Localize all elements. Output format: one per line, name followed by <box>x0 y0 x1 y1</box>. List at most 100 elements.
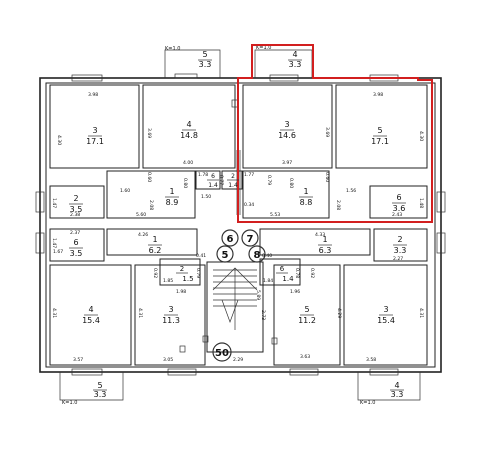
room-r13: 21.5 <box>176 265 194 283</box>
svg-text:2: 2 <box>231 173 235 180</box>
svg-text:4.29: 4.29 <box>336 308 342 318</box>
svg-text:0.34: 0.34 <box>244 202 254 208</box>
svg-text:3: 3 <box>92 126 97 135</box>
svg-text:1: 1 <box>322 235 327 244</box>
svg-text:2.08: 2.08 <box>335 200 341 210</box>
svg-text:1: 1 <box>152 235 157 244</box>
svg-text:2.27: 2.27 <box>393 256 403 262</box>
svg-text:4.31: 4.31 <box>418 308 424 318</box>
svg-text:K=1.0: K=1.0 <box>62 400 77 406</box>
svg-text:0.60: 0.60 <box>146 172 152 182</box>
dimension-labels: 3.98 3.98 4.30 4.30 3.69 3.69 4.00 3.97 … <box>51 92 424 363</box>
svg-text:4.26: 4.26 <box>138 232 148 238</box>
svg-text:K=1.0: K=1.0 <box>360 400 375 406</box>
windows <box>35 74 446 376</box>
svg-text:1.98: 1.98 <box>176 289 186 295</box>
room-r20: 315.4 <box>377 305 395 325</box>
svg-text:1.4: 1.4 <box>282 275 294 283</box>
svg-text:2: 2 <box>180 265 184 273</box>
svg-text:K=1.0: K=1.0 <box>256 45 271 51</box>
svg-text:K=1.0: K=1.0 <box>165 46 180 52</box>
svg-text:14.8: 14.8 <box>180 131 198 140</box>
room-r4: 517.1 <box>371 126 389 146</box>
svg-text:1.67: 1.67 <box>53 249 63 255</box>
room-r15: 16.3 <box>318 235 332 255</box>
svg-text:6: 6 <box>280 265 285 273</box>
svg-text:2.73: 2.73 <box>260 310 266 320</box>
room-r9: 18.8 <box>299 187 313 207</box>
svg-text:3.3: 3.3 <box>394 246 407 255</box>
svg-text:5: 5 <box>304 305 309 314</box>
svg-text:0.92: 0.92 <box>309 268 315 278</box>
svg-text:15.4: 15.4 <box>82 316 100 325</box>
svg-text:0.80: 0.80 <box>288 178 294 188</box>
svg-text:17.1: 17.1 <box>371 137 389 146</box>
svg-text:1.77: 1.77 <box>244 172 254 178</box>
svg-text:1.85: 1.85 <box>163 278 173 284</box>
svg-text:3.69: 3.69 <box>146 128 152 138</box>
svg-text:4: 4 <box>292 50 297 59</box>
svg-text:6: 6 <box>396 193 401 202</box>
svg-text:3.98: 3.98 <box>88 92 98 98</box>
svg-text:8.9: 8.9 <box>166 198 179 207</box>
svg-text:5: 5 <box>202 50 207 59</box>
svg-text:2.43: 2.43 <box>392 212 402 218</box>
svg-text:1.47: 1.47 <box>51 238 57 248</box>
svg-text:3.6: 3.6 <box>393 204 406 213</box>
svg-text:4.00: 4.00 <box>183 160 193 166</box>
balcony-top-left: K=1.0 5 3.3 <box>164 46 221 79</box>
svg-text:6: 6 <box>73 238 78 247</box>
svg-text:2.08: 2.08 <box>148 200 154 210</box>
svg-text:1.84: 1.84 <box>263 278 273 284</box>
apartment-markers: 6 7 5 8 50 <box>212 229 266 362</box>
svg-text:1.4: 1.4 <box>228 182 238 189</box>
svg-text:50: 50 <box>215 348 229 359</box>
svg-text:4: 4 <box>394 381 399 390</box>
svg-text:6.3: 6.3 <box>319 246 332 255</box>
svg-text:1.78: 1.78 <box>198 172 208 178</box>
svg-text:8: 8 <box>254 250 261 261</box>
svg-text:5: 5 <box>97 381 102 390</box>
svg-text:3.98: 3.98 <box>373 92 383 98</box>
svg-text:4.31: 4.31 <box>51 308 57 318</box>
svg-text:1: 1 <box>169 187 174 196</box>
balcony-top-right: K=1.0 4 3.3 <box>254 45 313 78</box>
svg-text:1.48: 1.48 <box>418 198 424 208</box>
highlighted-apartment <box>237 44 433 223</box>
svg-text:6: 6 <box>227 234 234 245</box>
svg-text:3: 3 <box>284 120 289 129</box>
room-r5: 23.5 <box>69 194 83 214</box>
room-r3: 314.6 <box>278 120 296 140</box>
svg-text:2: 2 <box>397 235 402 244</box>
room-r12: 16.2 <box>148 235 162 255</box>
svg-text:4: 4 <box>186 120 191 129</box>
svg-text:3.3: 3.3 <box>289 60 302 69</box>
svg-text:3.57: 3.57 <box>73 357 83 363</box>
svg-text:0.79: 0.79 <box>195 268 201 278</box>
room-r8: 21.4 <box>227 173 239 189</box>
svg-text:3.97: 3.97 <box>282 160 292 166</box>
svg-text:3.3: 3.3 <box>199 60 212 69</box>
room-r1: 317.1 <box>86 126 104 146</box>
balcony-bottom-left: 5 3.3 K=1.0 <box>59 372 124 406</box>
svg-text:0.40: 0.40 <box>262 253 272 259</box>
svg-text:14.6: 14.6 <box>278 131 296 140</box>
svg-text:2.38: 2.38 <box>70 212 80 218</box>
svg-text:0.41: 0.41 <box>196 253 206 259</box>
svg-text:3.63: 3.63 <box>300 354 310 360</box>
svg-text:4.33: 4.33 <box>315 232 325 238</box>
room-r6: 18.9 <box>165 187 179 207</box>
svg-text:8.8: 8.8 <box>300 198 313 207</box>
svg-text:0.77: 0.77 <box>218 175 224 185</box>
svg-text:1.60: 1.60 <box>120 188 130 194</box>
svg-text:4.30: 4.30 <box>56 135 62 145</box>
svg-text:3: 3 <box>168 305 173 314</box>
room-r17: 415.4 <box>82 305 100 325</box>
svg-text:7: 7 <box>247 234 254 245</box>
svg-text:0.60: 0.60 <box>324 172 330 182</box>
svg-text:1.47: 1.47 <box>51 198 57 208</box>
svg-text:0.78: 0.78 <box>294 268 300 278</box>
svg-text:5.53: 5.53 <box>270 212 280 218</box>
svg-text:3.5: 3.5 <box>70 205 83 214</box>
